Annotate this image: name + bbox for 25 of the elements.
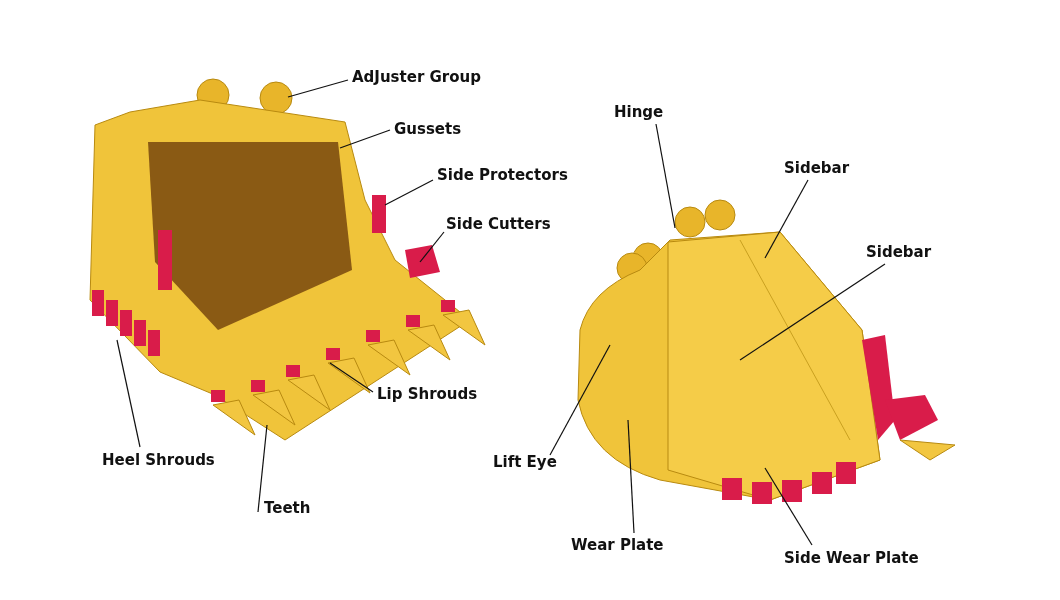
part-label: Lip Shrouds (377, 384, 478, 404)
part-label: Teeth (264, 498, 311, 518)
leader-line (627, 419, 635, 534)
leader-line (419, 231, 445, 263)
part-label: Side Protectors (437, 165, 568, 185)
leader-line (257, 424, 268, 513)
leader-line (116, 339, 141, 448)
part-label: Side Cutters (446, 214, 551, 234)
leader-line (739, 263, 886, 361)
leader-line (384, 179, 434, 206)
part-label: Heel Shrouds (102, 450, 215, 470)
leader-line (764, 467, 813, 546)
part-label: Sidebar (784, 158, 850, 178)
part-label: Side Wear Plate (784, 548, 919, 568)
part-label: Hinge (614, 102, 664, 122)
part-label: Lift Eye (493, 452, 557, 472)
leader-line (764, 179, 809, 259)
leader-line (339, 129, 391, 149)
leader-line (287, 79, 349, 98)
part-label: Gussets (394, 119, 462, 139)
leader-line (549, 344, 611, 456)
part-label: Sidebar (866, 242, 932, 262)
part-label: AdJuster Group (352, 67, 481, 87)
leader-line (655, 123, 676, 229)
part-label: Wear Plate (571, 535, 664, 555)
